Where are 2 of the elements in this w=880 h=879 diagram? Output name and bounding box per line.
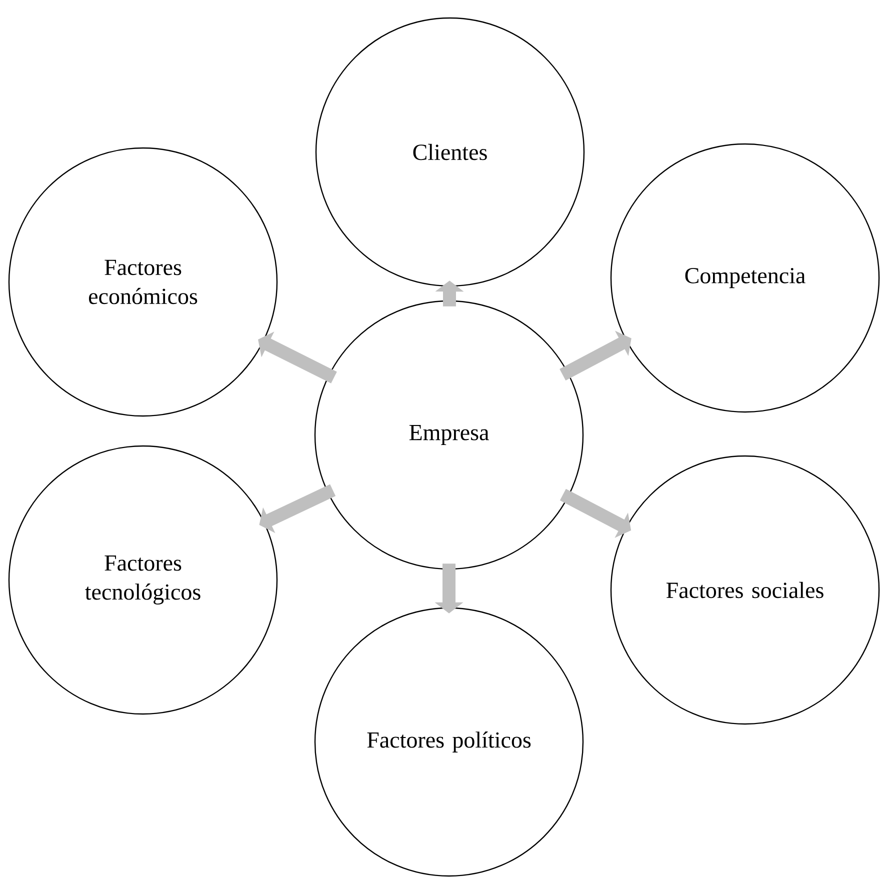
arrow	[560, 330, 632, 380]
arrow	[259, 484, 336, 534]
